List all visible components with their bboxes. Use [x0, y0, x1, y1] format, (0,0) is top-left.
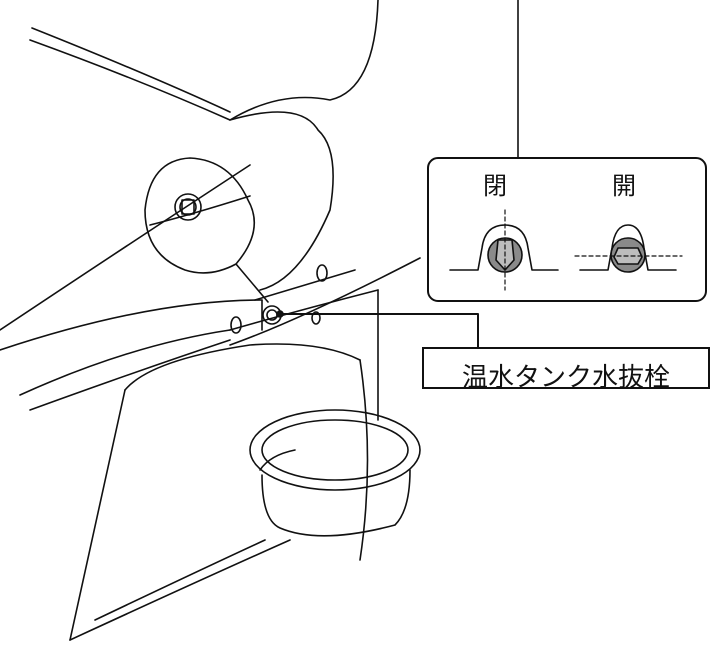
- body-outline: [0, 164, 421, 421]
- callout-box: 温水タンク水抜栓: [422, 347, 710, 393]
- open-label: 開: [612, 172, 636, 200]
- body-hole: [311, 311, 321, 325]
- leader-dot: [276, 310, 284, 318]
- lid-outline: [29, 0, 379, 291]
- callout-label: 温水タンク水抜栓: [461, 363, 670, 393]
- closed-plug-icon: [449, 209, 559, 291]
- drain-cup: [249, 409, 421, 537]
- magnifier-bubble: [144, 157, 269, 303]
- body-hole: [316, 264, 328, 282]
- magnified-plug: [174, 193, 202, 221]
- inset-box: [427, 0, 707, 302]
- open-plug-icon: [574, 224, 683, 273]
- leader-line: [279, 313, 479, 348]
- front-panel: [69, 343, 369, 641]
- closed-label: 閉: [483, 172, 507, 200]
- body-hole: [230, 316, 242, 334]
